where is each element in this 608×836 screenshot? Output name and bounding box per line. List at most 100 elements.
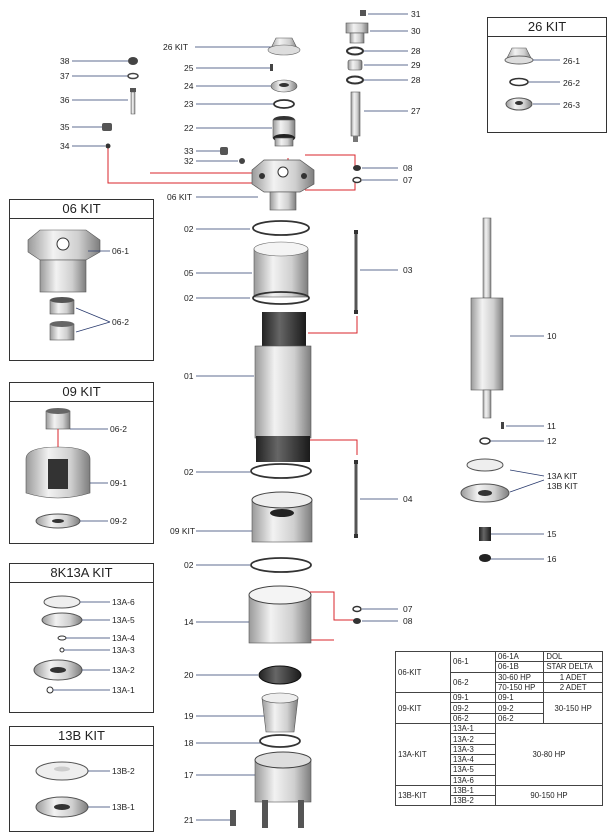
- label-28-bottom: 28: [411, 75, 421, 85]
- kit-06-art: [27, 229, 111, 341]
- label-03: 03: [403, 265, 413, 275]
- label-32: 32: [184, 156, 194, 166]
- cell-13b-1: 13B-1: [450, 784, 496, 797]
- part-09-kit-sleeve: [251, 491, 313, 543]
- cell-09-2-r: 09-2: [494, 702, 545, 714]
- part-38-nut: [128, 57, 138, 65]
- cell-90-150hp: 90-150 HP: [495, 784, 603, 807]
- part-07-washer-bottom: [352, 605, 362, 613]
- cell-1-adet: 1 ADET: [543, 671, 603, 683]
- cell-13a-3: 13A-3: [450, 743, 496, 755]
- label-33: 33: [184, 146, 194, 156]
- part-36-bolt: [130, 88, 136, 115]
- part-16-seal: [479, 554, 491, 562]
- cell-13a-1: 13A-1: [450, 723, 496, 735]
- kit-13b-title: 13B KIT: [10, 727, 153, 746]
- leader-lines: [72, 13, 545, 821]
- part-37-washer: [127, 72, 139, 80]
- part-20-filter: [258, 665, 302, 685]
- cell-06-1: 06-1: [450, 651, 496, 673]
- cell-06-2: 06-2: [450, 671, 496, 694]
- label-28-top: 28: [411, 46, 421, 56]
- kit-13a-item-1: 13A-1: [112, 685, 135, 695]
- table-row: 06-KIT 06-1 06-1A DOL: [395, 650, 603, 694]
- cell-13a-2: 13A-2: [450, 733, 496, 745]
- part-02-oring-2: [252, 291, 310, 305]
- label-11: 11: [547, 421, 556, 431]
- kit-13a-item-6: 13A-6: [112, 597, 135, 607]
- kit-06-item-1: 06-1: [112, 246, 130, 256]
- label-02-d: 02: [184, 560, 194, 570]
- label-13a-kit: 13A KIT: [547, 471, 578, 481]
- table-row: 13B-KIT 13B-1 90-150 HP: [395, 784, 603, 807]
- kit-26-title: 26 KIT: [488, 18, 606, 37]
- part-28-ring-bottom: [346, 75, 364, 85]
- kit-26-art: [504, 47, 560, 111]
- kit-13b-item-1: 13B-1: [112, 802, 135, 812]
- label-04: 04: [403, 494, 413, 504]
- label-08-top: 08: [403, 163, 413, 173]
- part-04-rod: [354, 460, 358, 538]
- part-23-oring: [273, 99, 295, 109]
- label-07-top: 07: [403, 175, 413, 185]
- label-21: 21: [184, 815, 194, 825]
- cell-30-150hp: 30-150 HP: [543, 692, 603, 725]
- label-02-c: 02: [184, 467, 194, 477]
- part-24-seal: [270, 79, 298, 93]
- part-22-bearing-stack: [272, 116, 296, 147]
- part-34-ball: [105, 143, 111, 149]
- part-18-oring: [259, 734, 301, 748]
- part-07-washer-top: [352, 176, 362, 184]
- cell-06-1b: 06-1B: [494, 661, 545, 673]
- part-13a-kit-disc: [460, 458, 510, 503]
- kit-26-item-1: 26-1: [563, 56, 581, 66]
- label-23: 23: [184, 99, 194, 109]
- part-33-screw: [220, 147, 228, 155]
- part-14-lower-housing: [248, 585, 312, 644]
- label-02-b: 02: [184, 293, 194, 303]
- cell-70-150hp: 70-150 HP: [494, 681, 545, 694]
- label-05: 05: [184, 268, 194, 278]
- label-27: 27: [411, 106, 421, 116]
- label-34: 34: [60, 141, 70, 151]
- label-16: 16: [547, 554, 557, 564]
- cell-09-kit: 09-KIT: [395, 692, 451, 725]
- cell-06-2-r: 06-2: [494, 712, 545, 725]
- red-guide-lines: [107, 148, 358, 641]
- part-08-nut-top: [353, 165, 361, 171]
- table-row: 13B-2: [396, 795, 603, 807]
- kit-09-art: [25, 408, 108, 529]
- kit-09-item-2: 09-1: [110, 478, 128, 488]
- cell-2-adet: 2 ADET: [543, 681, 603, 694]
- kit-06-box: 06 KIT 06-1 06-2: [9, 199, 154, 361]
- cell-09-1-r: 09-1: [494, 692, 545, 704]
- label-06-kit: 06 KIT: [167, 192, 193, 202]
- kit-26-item-2: 26-2: [563, 78, 581, 88]
- part-02-oring-3: [250, 463, 312, 479]
- label-10: 10: [547, 331, 557, 341]
- part-17-base: [254, 751, 312, 828]
- label-35: 35: [60, 122, 70, 132]
- part-10-rotor-shaft: [470, 217, 504, 419]
- part-05-sleeve: [253, 241, 309, 298]
- part-02-oring-1: [252, 220, 310, 236]
- label-14: 14: [184, 617, 194, 627]
- part-27-shaft: [350, 91, 361, 142]
- part-29-bearing: [347, 59, 363, 71]
- kit-26-box: 26 KIT 26-1 26-2 26-3: [487, 17, 607, 133]
- cell-13a-kit: 13A-KIT: [395, 723, 451, 786]
- label-20: 20: [184, 670, 194, 680]
- label-22: 22: [184, 123, 194, 133]
- label-18: 18: [184, 738, 194, 748]
- label-30: 30: [411, 26, 421, 36]
- kit-09-title: 09 KIT: [10, 383, 153, 402]
- part-12-ring: [479, 437, 491, 445]
- label-15: 15: [547, 529, 557, 539]
- label-26-kit: 26 KIT: [163, 42, 189, 52]
- cell-06-kit: 06-KIT: [395, 650, 451, 694]
- table-row: 06-2 30-60 HP 1 ADET: [396, 671, 603, 694]
- kit-8k13a-art: [33, 595, 110, 694]
- cell-09-1: 09-1: [450, 692, 496, 704]
- kit-8k13a-title: 8K13A KIT: [10, 564, 153, 583]
